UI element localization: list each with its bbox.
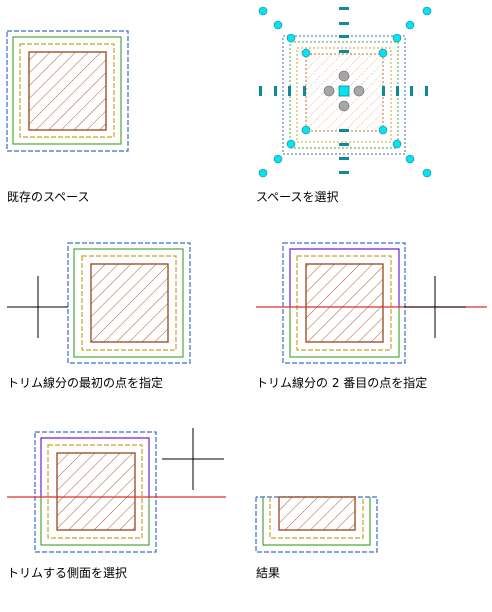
grip-edge bbox=[339, 129, 349, 132]
grip-corner bbox=[301, 125, 311, 135]
result-hatched-area bbox=[278, 496, 356, 531]
inner-hatched-area bbox=[90, 263, 169, 343]
grip-edge bbox=[339, 143, 349, 146]
grip-edge bbox=[339, 157, 349, 160]
grip-edge bbox=[339, 22, 349, 25]
grip-edge bbox=[396, 86, 399, 96]
grip-corner bbox=[273, 20, 283, 30]
boundary-yellow bbox=[19, 43, 115, 138]
trim-preview-purple bbox=[40, 437, 150, 497]
boundary-green bbox=[12, 36, 122, 145]
inner-hatched-area bbox=[28, 51, 107, 131]
caption-select-space: スペースを選択 bbox=[256, 190, 339, 204]
caption-first-trim-point: トリム線分の最初の点を指定 bbox=[7, 376, 164, 390]
grip-edge bbox=[410, 86, 413, 96]
boundary-green bbox=[73, 248, 184, 358]
trim-preview-purple bbox=[289, 248, 400, 307]
caption-result: 結果 bbox=[256, 566, 281, 580]
grip-corner bbox=[273, 154, 283, 164]
grip-corner bbox=[422, 6, 432, 16]
grip-center-gray bbox=[338, 70, 350, 82]
inner-hatched-area bbox=[305, 263, 384, 343]
grip-center-gray bbox=[338, 100, 350, 112]
result-boundary-blue bbox=[255, 496, 378, 553]
grip-corner bbox=[301, 48, 311, 58]
caption-existing-space: 既存のスペース bbox=[7, 190, 90, 204]
grip-corner bbox=[286, 33, 296, 43]
panel-existing-space bbox=[6, 30, 129, 152]
panel-select-side bbox=[7, 428, 226, 553]
grip-corner bbox=[286, 139, 296, 149]
grip-center-gray bbox=[353, 85, 365, 97]
grip-edge bbox=[274, 86, 277, 96]
boundary-yellow-dotted bbox=[296, 47, 392, 143]
grip-edge bbox=[339, 7, 349, 10]
boundary-yellow bbox=[81, 255, 177, 351]
outer-boundary-blue bbox=[34, 431, 157, 553]
boundary-yellow bbox=[47, 444, 143, 539]
panel-first-trim-point bbox=[7, 242, 191, 364]
grip-edge bbox=[339, 50, 349, 53]
inner-hatched-area bbox=[56, 452, 136, 531]
grip-center-gray bbox=[323, 85, 335, 97]
grip-edge bbox=[425, 86, 428, 96]
grip-edge bbox=[339, 35, 349, 38]
grip-edge bbox=[382, 86, 385, 96]
grip-corner bbox=[258, 168, 268, 178]
grip-edge bbox=[303, 86, 306, 96]
grip-corner bbox=[422, 168, 432, 178]
grip-corner bbox=[392, 139, 402, 149]
grip-corner bbox=[392, 33, 402, 43]
boundary-yellow bbox=[296, 255, 392, 351]
outer-boundary-blue bbox=[282, 242, 406, 364]
caption-second-trim-point: トリム線分の 2 番目の点を指定 bbox=[256, 376, 428, 390]
grip-corner bbox=[405, 20, 415, 30]
grip-edge bbox=[339, 171, 349, 174]
grip-center-square bbox=[338, 85, 350, 97]
result-boundary-green bbox=[262, 497, 371, 546]
grip-edge bbox=[259, 86, 262, 96]
grip-corner bbox=[405, 154, 415, 164]
grip-corner bbox=[378, 48, 388, 58]
grip-edge bbox=[288, 86, 291, 96]
grip-corner bbox=[378, 125, 388, 135]
result-boundary-yellow bbox=[269, 497, 364, 539]
panel-result bbox=[255, 496, 378, 553]
outer-boundary-blue bbox=[67, 242, 191, 364]
grip-corner bbox=[258, 6, 268, 16]
outer-boundary-blue bbox=[6, 30, 129, 152]
panel-select-space bbox=[258, 6, 432, 178]
panel-second-trim-point bbox=[256, 242, 487, 364]
caption-select-side: トリムする側面を選択 bbox=[7, 566, 128, 580]
